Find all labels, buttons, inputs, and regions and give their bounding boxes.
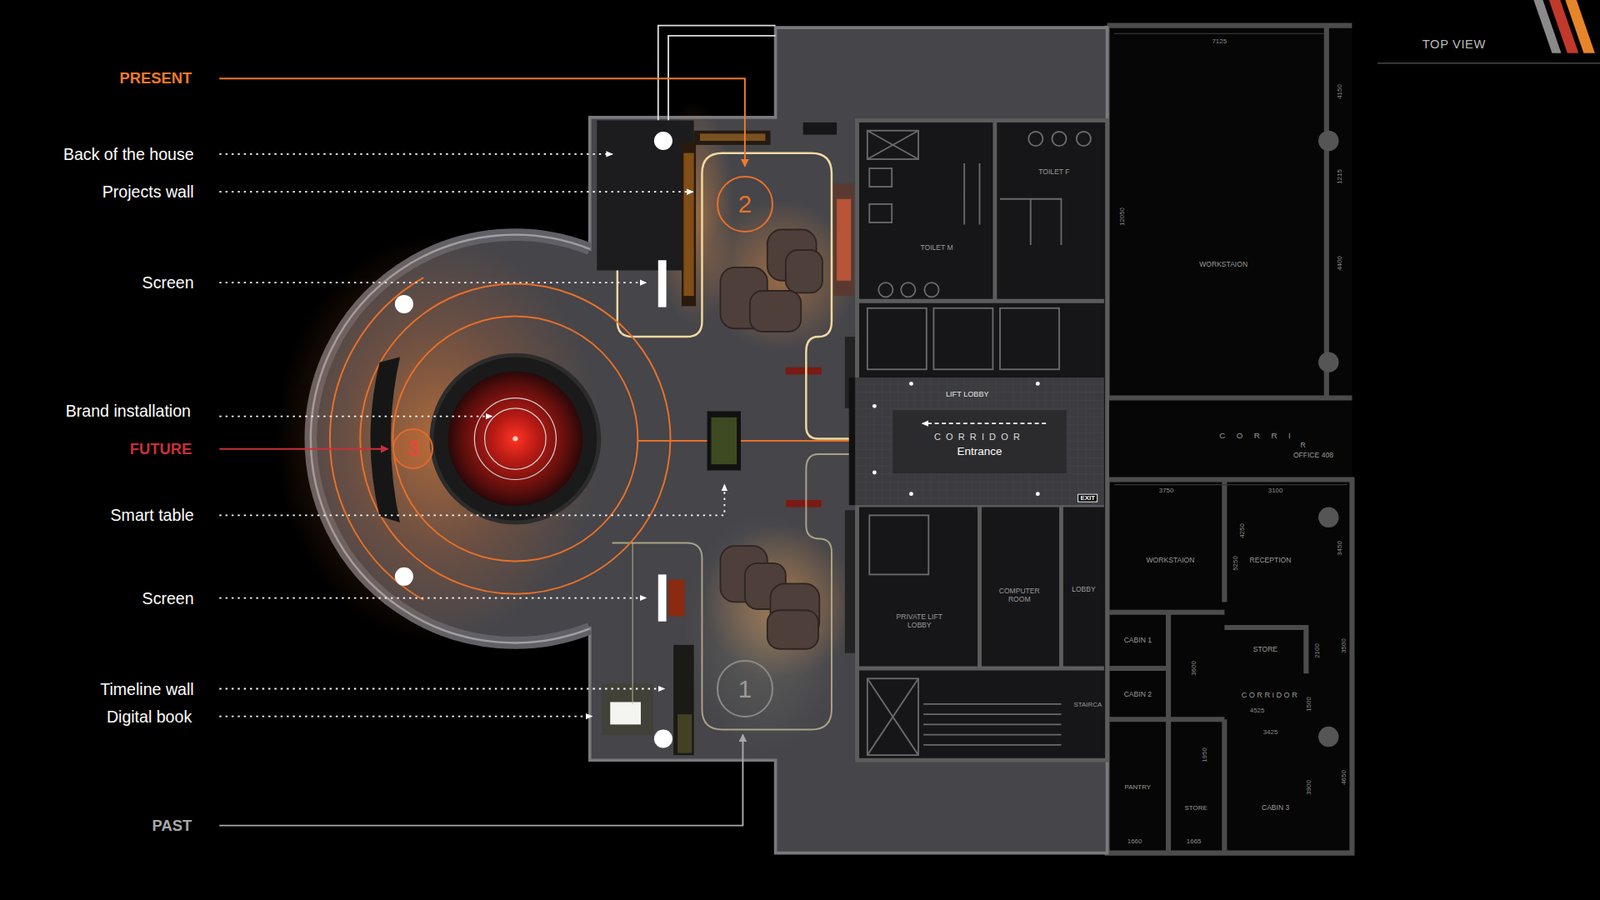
dimension-label: 3900 [1305, 780, 1313, 795]
room-label: R [1300, 441, 1306, 450]
node-text: 2 [738, 189, 752, 219]
room-label: STAIRCA [1073, 701, 1102, 710]
dimension-label: 3750 [1159, 486, 1175, 495]
dimension-label: 3500 [1340, 638, 1348, 654]
dimension-label: 3100 [1268, 486, 1284, 495]
view-title: TOP VIEW [1422, 36, 1486, 51]
dimension-label: 7125 [1211, 38, 1227, 46]
room-label: RECEPTION [1250, 557, 1292, 566]
dimension-label: 2100 [1313, 643, 1321, 659]
room-label: TOILET M [920, 244, 953, 253]
dimension-label: 3600 [1190, 660, 1198, 676]
room-label: CABIN 3 [1261, 804, 1290, 813]
dimension-label: 1660 [1127, 838, 1143, 846]
dimension-label: 4650 [1340, 770, 1348, 785]
callout-label: Digital book [106, 706, 192, 726]
room-label: CABIN 1 [1124, 636, 1152, 645]
dimension-label: 3450 [1335, 540, 1344, 556]
dimension-label: 5250 [1231, 555, 1240, 571]
node-subtext: Entrance [957, 445, 1003, 459]
dimension-label: 1215 [1335, 169, 1344, 185]
room-label: TOILET F [1038, 168, 1070, 177]
dimension-label: 12050 [1118, 207, 1126, 226]
section-label: PRESENT [119, 70, 192, 88]
room-label: WORKSTAION [1146, 557, 1195, 566]
room-label: PRIVATE LIFT LOBBY [891, 613, 948, 630]
callout-label: Screen [142, 273, 195, 293]
zone-circle: 3 [392, 428, 434, 470]
callout-label: Timeline wall [100, 679, 194, 699]
node-text: 3 [407, 435, 420, 462]
room-label: CORRIDOR [1241, 690, 1300, 700]
dimension-label: 1665 [1186, 838, 1202, 846]
room-label: STORE [1253, 645, 1278, 655]
node-text: 1 [738, 674, 752, 704]
dimension-label: 1500 [1305, 696, 1313, 712]
room-label: PANTRY [1125, 784, 1151, 792]
room-label: LIFT LOBBY [944, 389, 991, 399]
dimension-label: 4525 [1250, 707, 1265, 715]
dimension-label: 4250 [1239, 523, 1247, 539]
entrance-box: CORRIDOR Entrance [892, 430, 1066, 461]
callout-label: Screen [142, 588, 195, 608]
zone-circle: 1 [716, 660, 775, 718]
section-label: PAST [152, 816, 193, 835]
room-label: WORKSTAION [1199, 260, 1248, 270]
callout-label: Projects wall [102, 182, 195, 202]
room-label: CABIN 2 [1124, 690, 1152, 700]
room-label: STORE [1184, 804, 1207, 812]
dimension-label: 4150 [1335, 84, 1344, 100]
section-label: FUTURE [130, 440, 192, 458]
room-label: OFFICE 408 [1293, 451, 1334, 460]
room-label: LOBBY [1071, 585, 1096, 595]
exit-sign: EXIT [1077, 493, 1098, 503]
callout-label: Back of the house [63, 145, 195, 165]
node-text: CORRIDOR [934, 431, 1025, 443]
dimension-label: 4400 [1335, 255, 1344, 271]
dimension-label: 1950 [1201, 747, 1210, 763]
room-label: COMPUTER ROOM [994, 587, 1045, 605]
zone-circle: 2 [716, 175, 775, 234]
callout-label: Brand installation [65, 401, 191, 421]
room-label: CORRI [1219, 430, 1302, 440]
callout-label: Smart table [110, 505, 195, 525]
dimension-label: 3425 [1263, 729, 1279, 737]
